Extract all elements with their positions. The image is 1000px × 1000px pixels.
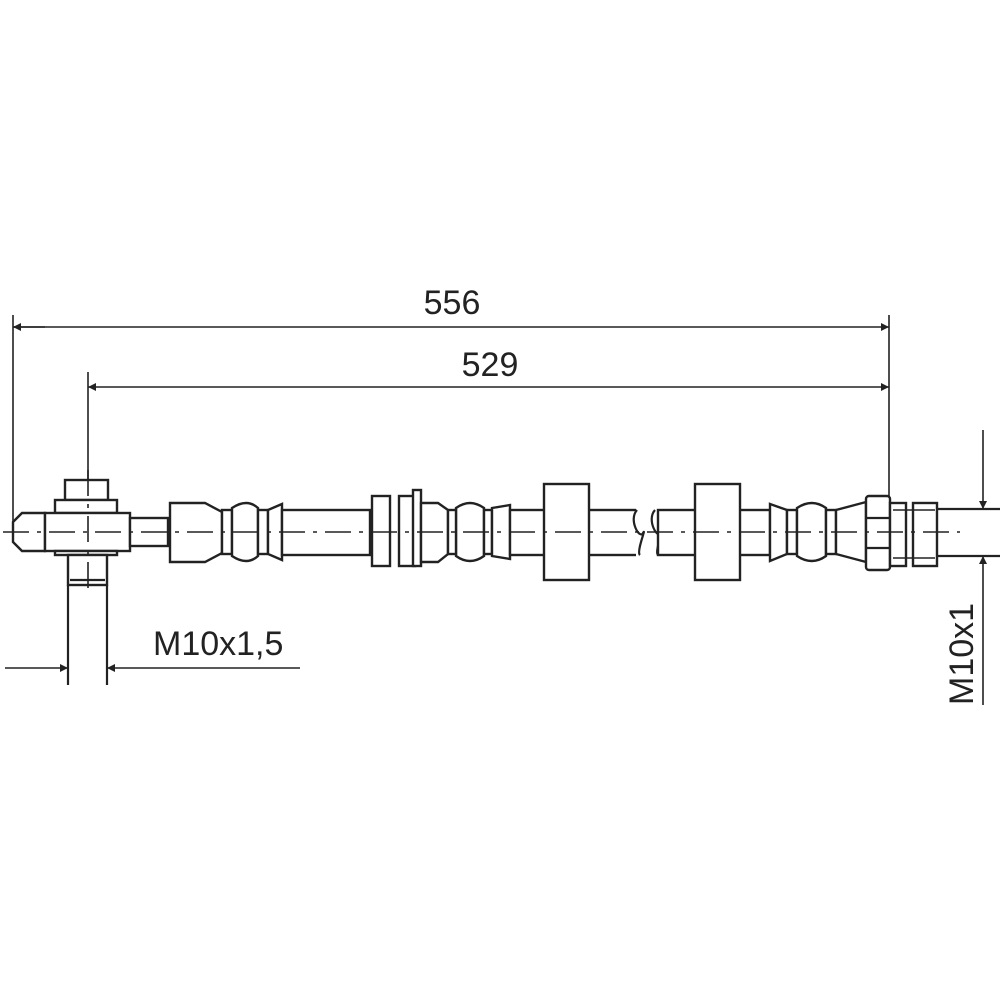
crimp-fitting-2 — [370, 488, 512, 568]
dimension-m10x1: M10x1 — [943, 430, 987, 705]
dimension-m10x1-5-label: M10x1,5 — [153, 625, 283, 663]
dimension-m10x1-label: M10x1 — [943, 603, 981, 705]
banjo-fitting — [11, 478, 132, 685]
dimension-529-label: 529 — [462, 346, 519, 384]
tube-nut — [864, 494, 939, 572]
dimension-556: 556 — [12, 284, 890, 532]
steel-tube-right — [937, 507, 1000, 558]
dimension-556-label: 556 — [424, 284, 481, 322]
crimp-fitting-1 — [168, 501, 284, 564]
dimension-m10x1-5: M10x1,5 — [5, 625, 300, 672]
dimension-529: 529 — [87, 346, 889, 548]
